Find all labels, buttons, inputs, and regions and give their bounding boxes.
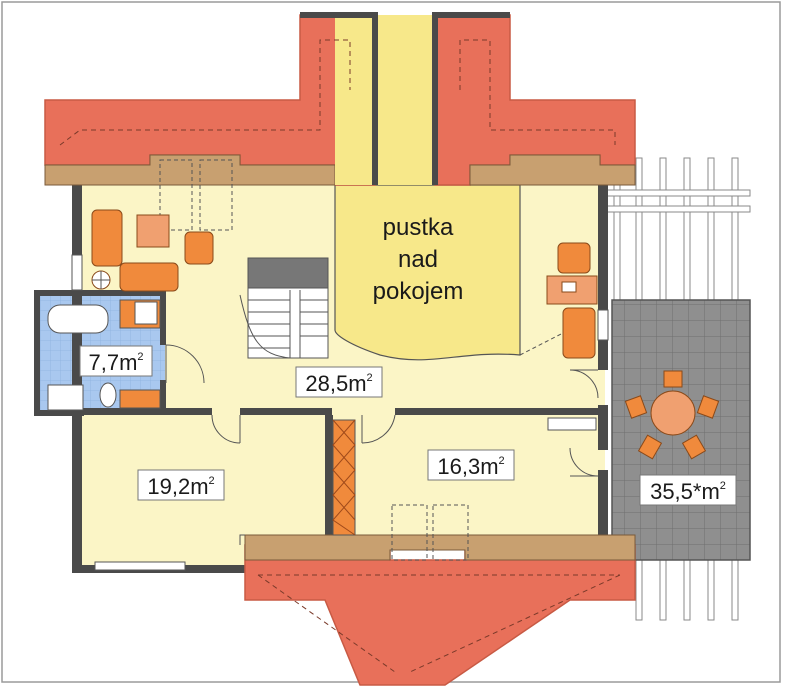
void-area — [334, 184, 521, 361]
area-label-bathroom: 7,7m2 — [79, 345, 153, 377]
area-unit-room-right: m — [480, 454, 498, 479]
area-unit-hall: m — [348, 371, 366, 396]
skylights — [159, 159, 469, 561]
svg-text:7,7m2: 7,7m2 — [88, 350, 143, 375]
area-value-room-left: 19,2 — [147, 474, 190, 499]
area-exp-bathroom: 2 — [137, 351, 143, 363]
area-value-room-right: 16,3 — [437, 454, 480, 479]
bathroom-fixtures — [47, 299, 161, 411]
dormer-wall-right — [432, 12, 510, 185]
area-label-terrace: 35,5*m2 — [639, 474, 737, 506]
eaves-left — [44, 154, 336, 186]
area-unit-bathroom: m — [119, 350, 137, 375]
void-label-line-1: pustka — [383, 214, 454, 241]
dormer-gap — [335, 15, 435, 185]
eaves-bottom — [244, 534, 636, 561]
area-label-room-left: 19,2m2 — [137, 469, 225, 501]
void-label-line-2: nad — [398, 246, 438, 273]
area-exp-terrace: 2 — [720, 480, 726, 492]
area-value-terrace: 35,5* — [650, 479, 702, 504]
area-label-room-right: 16,3m2 — [427, 449, 515, 481]
roof-dashes — [59, 39, 616, 146]
dormer-wall-left — [300, 12, 378, 185]
void-label: pustka nad pokojem — [373, 214, 464, 305]
chimney — [332, 419, 356, 536]
svg-text:19,2m2: 19,2m2 — [147, 474, 214, 499]
staircase — [239, 257, 329, 359]
area-unit-terrace: m — [701, 479, 719, 504]
roof-bottom-dashes — [257, 574, 621, 673]
void-label-line-3: pokojem — [373, 278, 464, 305]
area-value-hall: 28,5 — [305, 371, 348, 396]
furniture-right — [519, 242, 598, 431]
svg-text:28,5m2: 28,5m2 — [305, 371, 372, 396]
area-exp-hall: 2 — [367, 372, 373, 384]
area-unit-room-left: m — [190, 474, 208, 499]
svg-text:16,3m2: 16,3m2 — [437, 454, 504, 479]
terrace-table-set — [624, 370, 720, 460]
area-value-bathroom: 7,7 — [88, 350, 119, 375]
svg-text:35,5*m2: 35,5*m2 — [650, 479, 726, 504]
eaves-right — [469, 154, 636, 186]
area-label-hall: 28,5m2 — [295, 366, 383, 398]
windows — [71, 254, 609, 571]
furniture-living — [91, 209, 214, 292]
doors — [165, 344, 599, 545]
area-exp-room-left: 2 — [209, 475, 215, 487]
area-exp-room-right: 2 — [499, 455, 505, 467]
